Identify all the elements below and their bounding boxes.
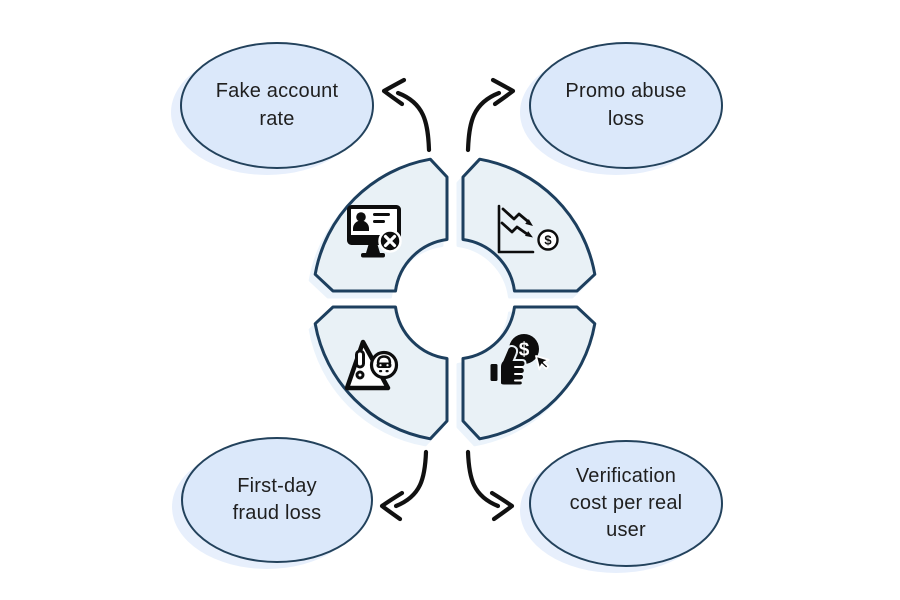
ring-segment-top-right xyxy=(461,157,597,293)
cost-per-user-hand-icon: $ xyxy=(490,334,550,387)
bubble-label: Verification cost per real user xyxy=(569,464,683,542)
fake-account-monitor-icon xyxy=(347,205,402,258)
dollar-glyph: $ xyxy=(519,340,530,361)
bubble-label: Promo abuse loss xyxy=(565,80,687,130)
fraud-alert-warning-icon xyxy=(344,339,399,391)
bubble-promo-abuse-loss: Promo abuse loss xyxy=(529,42,723,169)
ring-segments xyxy=(313,157,597,441)
arrow-to-verification-cost xyxy=(465,449,515,522)
arrow-to-first-day-fraud-loss xyxy=(379,449,429,522)
dollar-glyph: $ xyxy=(544,233,552,248)
connector-arrows xyxy=(379,77,516,522)
arrow-to-fake-account-rate xyxy=(381,77,432,153)
ring-segment-bottom-right xyxy=(461,305,597,441)
declining-revenue-chart-icon: $ xyxy=(497,204,559,254)
bubble-fake-account-rate: Fake account rate xyxy=(180,42,374,169)
arrow-to-promo-abuse-loss xyxy=(465,77,516,153)
bubble-label: Fake account rate xyxy=(215,80,339,130)
bubble-verification-cost: Verification cost per real user xyxy=(529,440,723,567)
bubble-label: First-day fraud loss xyxy=(232,474,322,524)
bubble-first-day-fraud-loss: First-day fraud loss xyxy=(181,437,373,563)
